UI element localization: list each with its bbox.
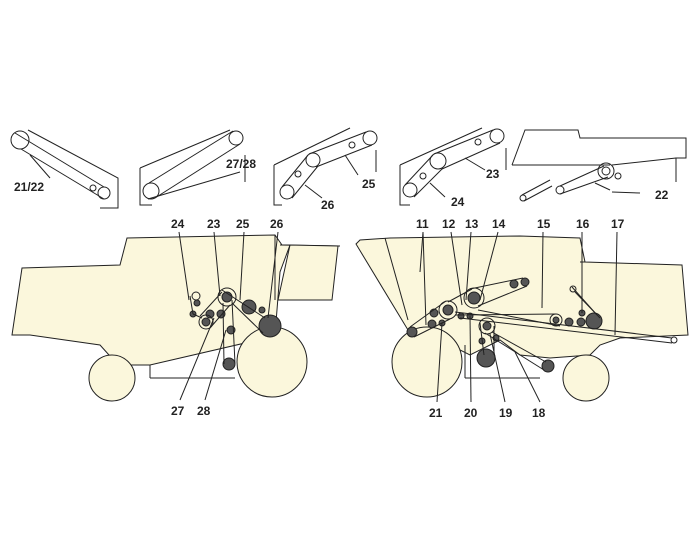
label-12: 12 — [442, 217, 456, 231]
label-26-left: 26 — [270, 217, 284, 231]
inset-belt-21-22: 21/22 — [10, 129, 119, 209]
label-15: 15 — [537, 217, 551, 231]
label-25-left: 25 — [236, 217, 250, 231]
inset-belt-22: 22 — [511, 129, 687, 202]
inset-belt-27-28: 27/28 — [139, 129, 256, 206]
combine-left-side: 24 23 25 26 27 28 — [11, 217, 341, 418]
label-21-22: 21/22 — [14, 180, 44, 194]
label-11: 11 — [416, 217, 429, 231]
label-23-left: 23 — [207, 217, 221, 231]
label-24-left: 24 — [171, 217, 185, 231]
label-24-top: 24 — [451, 195, 465, 209]
label-28-left: 28 — [197, 404, 211, 418]
label-16: 16 — [576, 217, 590, 231]
label-14: 14 — [492, 217, 506, 231]
label-19: 19 — [499, 406, 513, 420]
inset-belt-23-24: 23 24 — [399, 127, 507, 209]
label-27-left: 27 — [171, 404, 185, 418]
label-20: 20 — [464, 406, 478, 420]
label-22-top: 22 — [655, 188, 669, 202]
label-17: 17 — [611, 217, 625, 231]
label-18: 18 — [532, 406, 546, 420]
label-25-top: 25 — [362, 177, 376, 191]
combine-right-side: 11 12 13 14 15 16 17 21 20 19 18 — [355, 217, 689, 420]
label-21: 21 — [429, 406, 443, 420]
label-26-top: 26 — [321, 198, 335, 212]
label-13: 13 — [465, 217, 479, 231]
label-27-28: 27/28 — [226, 157, 256, 171]
inset-belt-25-26: 25 26 — [273, 127, 378, 212]
label-23-top: 23 — [486, 167, 500, 181]
